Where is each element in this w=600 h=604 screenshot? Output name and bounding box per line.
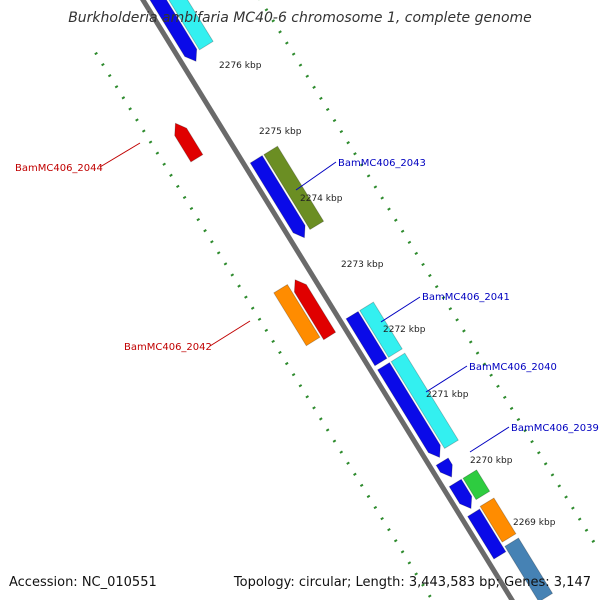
accession-text: Accession: NC_010551 bbox=[9, 575, 157, 590]
tick-label: 2270 kbp bbox=[470, 456, 513, 466]
gene-label-leader bbox=[99, 142, 141, 168]
cds-feature-top-forward[interactable] bbox=[138, 0, 198, 62]
tick-layer: 2276 kbp 2275 kbp 2274 kbp 2273 kbp 2272 kbp… bbox=[219, 61, 556, 528]
gene-label-leader bbox=[469, 426, 510, 453]
gene-label-leader bbox=[209, 320, 251, 347]
gene-feature-top-forward[interactable] bbox=[151, 0, 214, 51]
cds-feature-bammc406-2042[interactable] bbox=[273, 283, 321, 347]
gene-feature-bammc406-2044[interactable] bbox=[174, 122, 204, 163]
feature-layer bbox=[138, 0, 554, 603]
tick-label: 2269 kbp bbox=[513, 518, 556, 528]
dotted-guide-lines bbox=[94, 0, 597, 604]
gene-label-leader bbox=[425, 365, 468, 393]
gene-feature-bammc406-2039[interactable] bbox=[462, 469, 491, 501]
tick-label: 2271 kbp bbox=[426, 390, 469, 400]
backbone-line bbox=[140, 0, 518, 604]
tick-label: 2273 kbp bbox=[341, 260, 384, 270]
tick-label: 2274 kbp bbox=[300, 194, 343, 204]
tick-label: 2275 kbp bbox=[259, 127, 302, 137]
gene-label-leader bbox=[295, 161, 337, 191]
gene-label-bammc406-2041[interactable]: BamMC406_2041 bbox=[422, 292, 510, 303]
gene-label-bammc406-2042[interactable]: BamMC406_2042 bbox=[124, 342, 212, 353]
cds-feature-bammc406-2041[interactable] bbox=[345, 310, 388, 367]
genome-title: Burkholderia ambifaria MC40-6 chromosome… bbox=[68, 10, 532, 26]
tick-label: 2272 kbp bbox=[383, 325, 426, 335]
gene-feature-bammc406-2041[interactable] bbox=[359, 301, 403, 358]
cds-feature-bammc406-2040[interactable] bbox=[377, 362, 441, 458]
dotted-guide-line bbox=[94, 51, 437, 604]
gene-label-bammc406-2039[interactable]: BamMC406_2039 bbox=[511, 423, 599, 434]
cds-feature-bottom[interactable] bbox=[467, 508, 507, 560]
gene-feature-bammc406-2043[interactable] bbox=[263, 145, 325, 231]
gene-label-bammc406-2044[interactable]: BamMC406_2044 bbox=[15, 163, 103, 174]
cds-feature-small[interactable] bbox=[435, 457, 453, 478]
tick-label: 2276 kbp bbox=[219, 61, 262, 71]
sequence-backbone bbox=[140, 0, 518, 604]
gene-label-bammc406-2043[interactable]: BamMC406_2043 bbox=[338, 158, 426, 169]
gene-feature-bammc406-2042[interactable] bbox=[293, 279, 337, 341]
cds-feature-bammc406-2043[interactable] bbox=[249, 155, 306, 239]
gene-feature-bottom-orange[interactable] bbox=[479, 497, 517, 543]
topology-summary: Topology: circular; Length: 3,443,583 bp… bbox=[233, 575, 591, 590]
cds-feature-bammc406-2039[interactable] bbox=[448, 478, 473, 510]
gene-label-leader bbox=[380, 296, 421, 323]
gene-feature-bottom-steel[interactable] bbox=[504, 537, 554, 603]
dotted-guide-line bbox=[258, 0, 597, 545]
gene-label-bammc406-2040[interactable]: BamMC406_2040 bbox=[469, 362, 557, 373]
gene-feature-bammc406-2040[interactable] bbox=[390, 352, 459, 449]
